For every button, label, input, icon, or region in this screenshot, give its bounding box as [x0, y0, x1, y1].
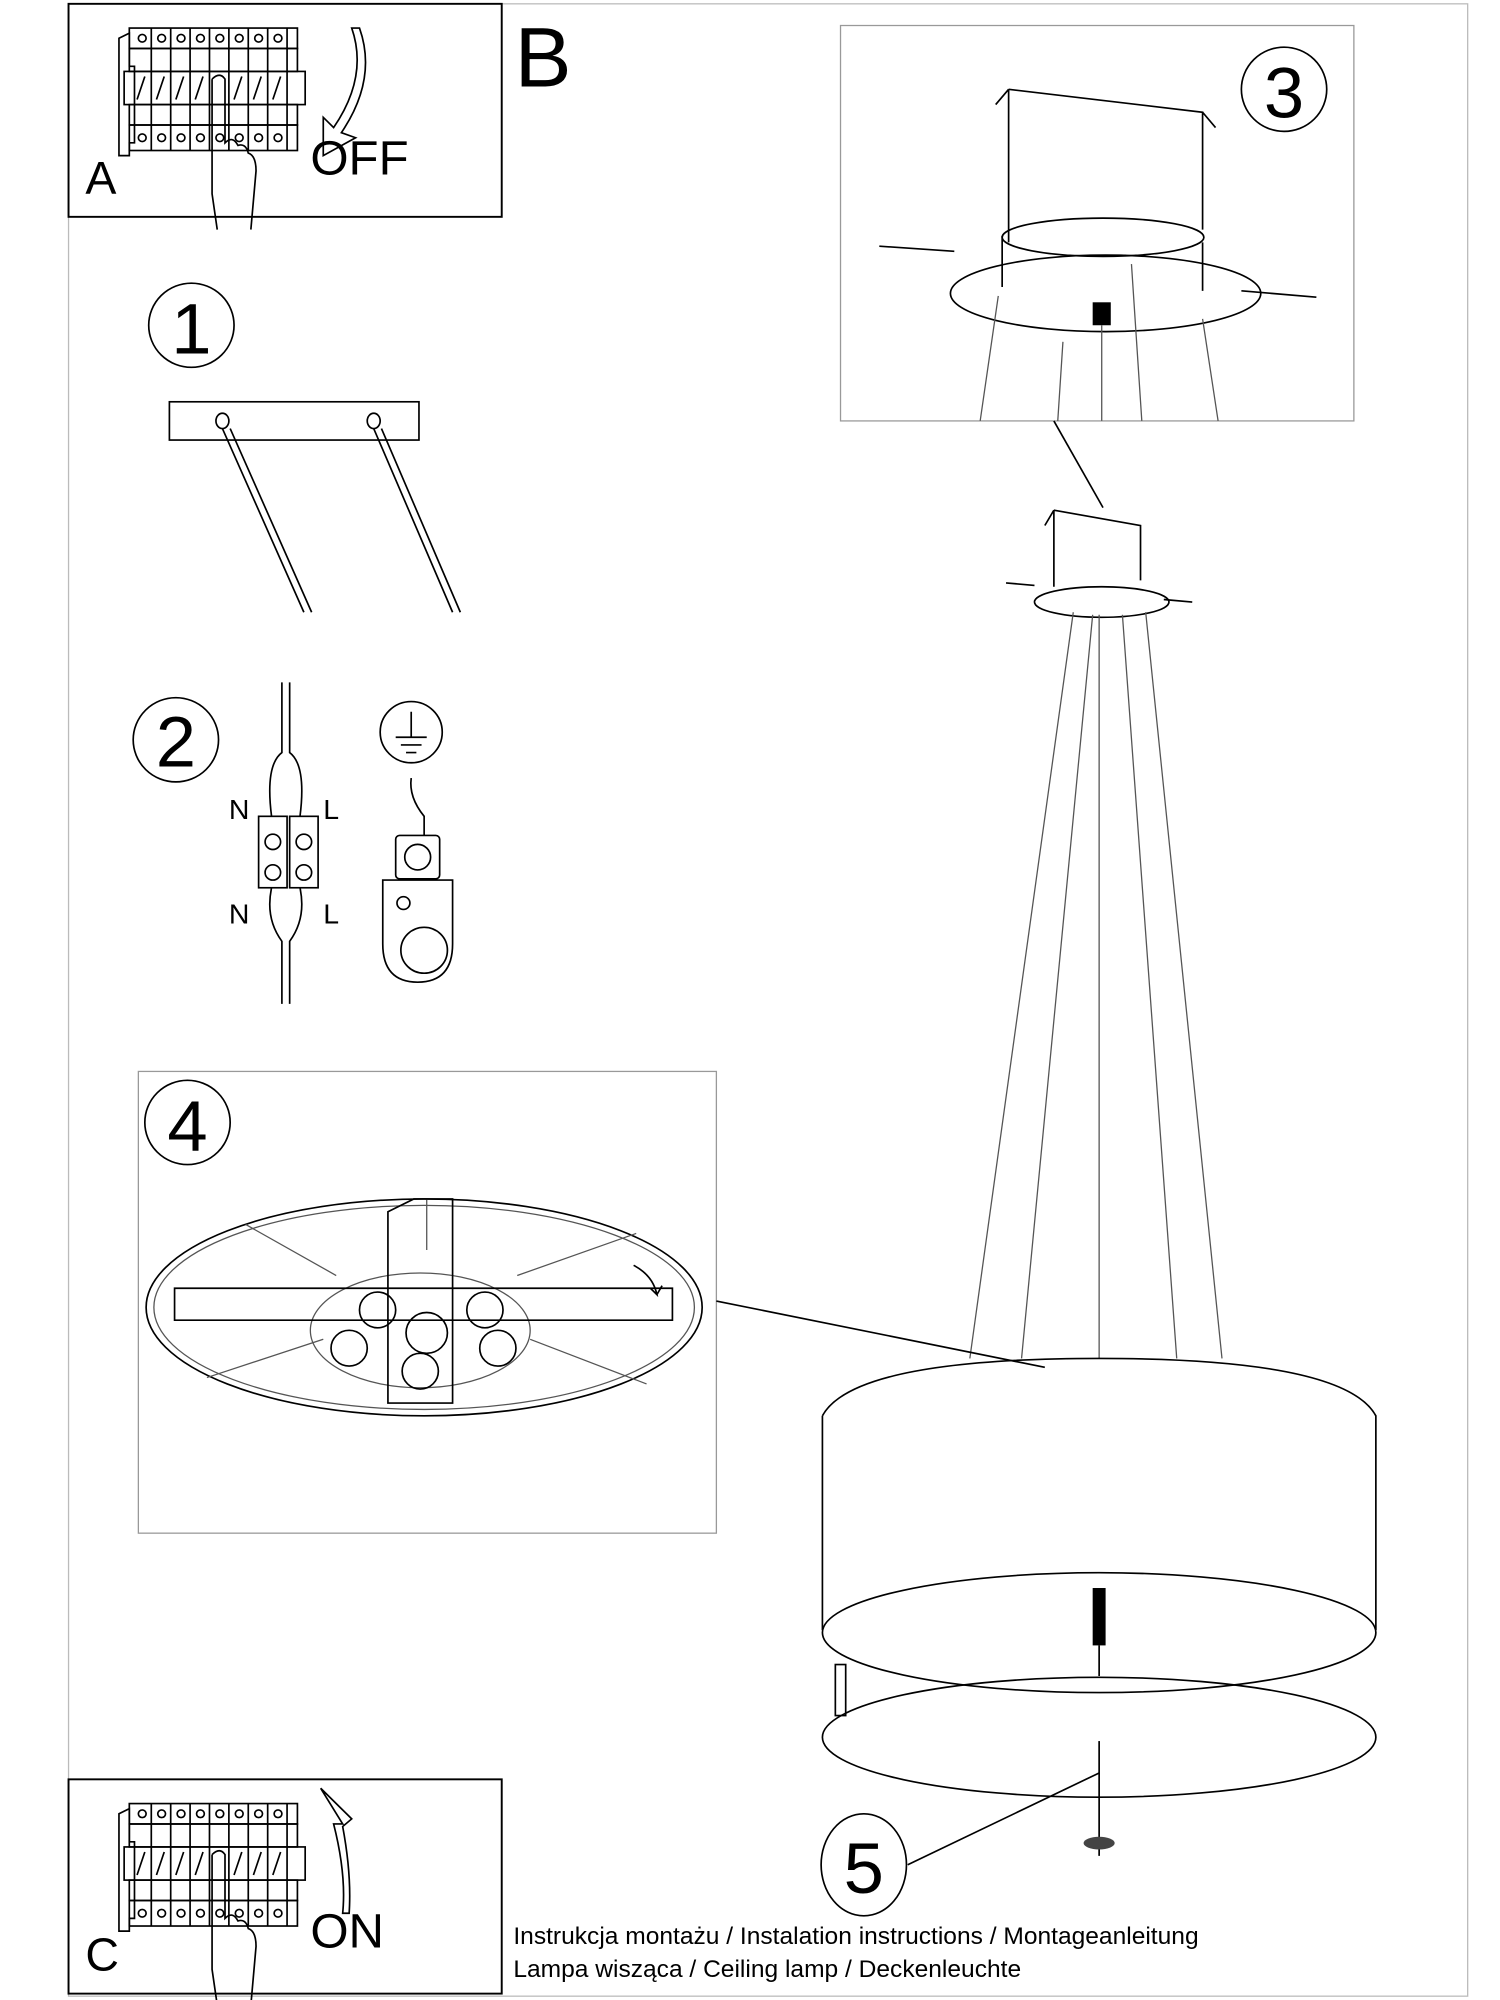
neutral-top-label: N [229, 793, 250, 825]
pendant-lamp-drawing [821, 509, 1377, 1856]
footer-subtitle: Lampa wisząca / Ceiling lamp / Deckenleu… [513, 1956, 1021, 1983]
panel-a-letter: A [85, 152, 116, 204]
step-2-number: 2 [156, 703, 196, 782]
live-top-label: L [323, 793, 339, 825]
live-bottom-label: L [323, 898, 339, 930]
ground-icon [379, 700, 444, 764]
panel-c-letter: C [85, 1929, 119, 1981]
arrow-down-icon [322, 27, 367, 158]
step-4-shade-bulbs: 4 [137, 1070, 718, 1534]
step-3-number: 3 [1264, 54, 1304, 133]
neutral-bottom-label: N [229, 898, 250, 930]
step-4-number: 4 [167, 1087, 207, 1166]
panel-a-switch-off: OFF A [67, 2, 503, 231]
page-frame [67, 3, 1469, 1997]
on-label: ON [310, 1905, 384, 1959]
step-5-diffuser: 5 [820, 1772, 1100, 1917]
arrow-up-icon [319, 1787, 353, 1915]
footer-title: Instrukcja montażu / Instalation instruc… [513, 1923, 1198, 1950]
panel-c-switch-on: ON C [67, 1778, 503, 2000]
step-1-mounting-bracket: 1 [147, 282, 462, 613]
step-3-canopy-detail: 3 [839, 24, 1355, 422]
step-2-wiring: 2 N L N L [132, 682, 454, 1004]
step-1-number: 1 [171, 290, 211, 369]
step-5-number: 5 [844, 1829, 884, 1908]
panel-b-letter: B [515, 10, 572, 104]
off-label: OFF [310, 132, 408, 186]
